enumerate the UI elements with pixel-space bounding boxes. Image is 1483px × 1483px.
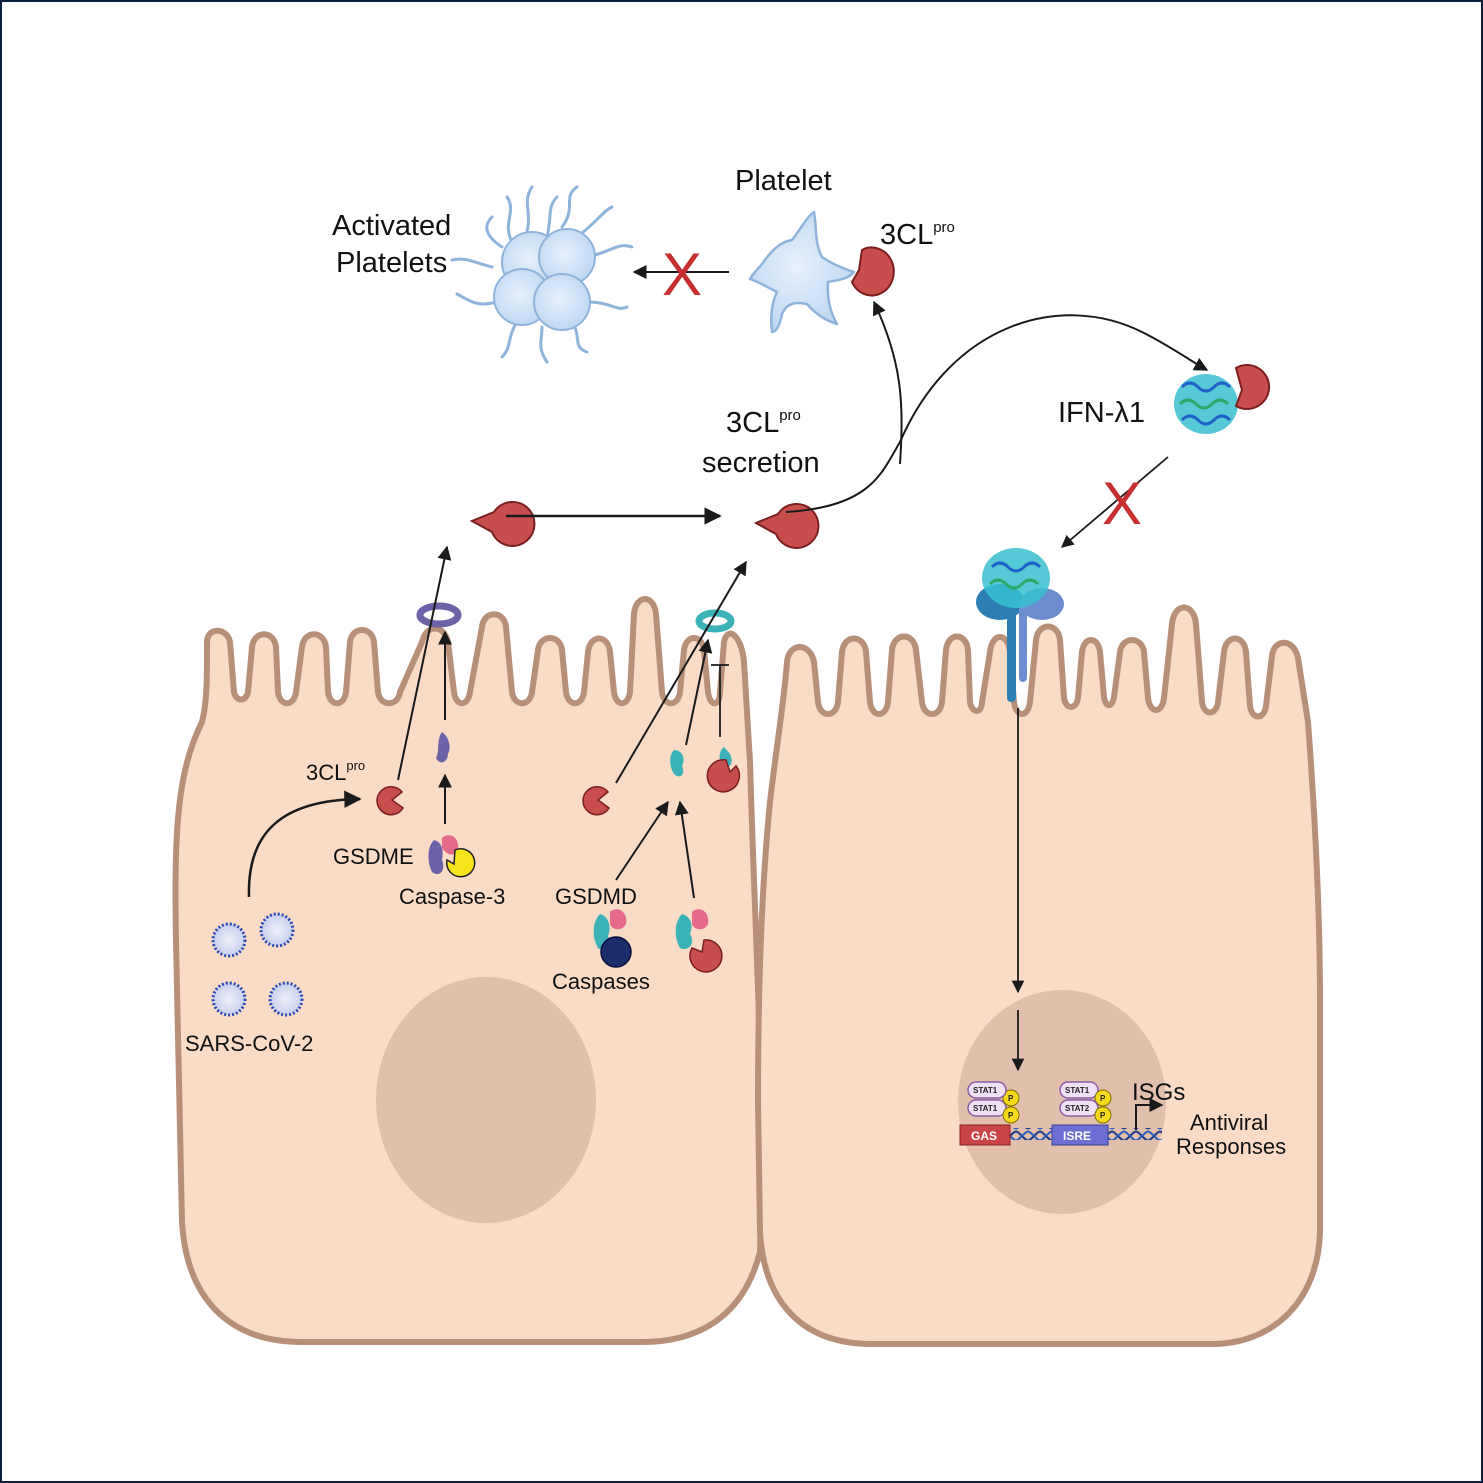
virus-icon: [259, 912, 295, 948]
extracell-3clpro-left-icon: [469, 500, 536, 547]
secreted-3clpro-icon: [753, 502, 820, 549]
platelet-3clpro-label: 3CLpro: [880, 219, 955, 251]
caspase3-label: Caspase-3: [399, 884, 505, 909]
activated-platelets-icon: [450, 185, 634, 364]
platelet-3clpro-icon: [850, 246, 895, 297]
3clpro-gsdmd-pore-arrow: [615, 560, 747, 784]
intracell-3clpro-label: 3CLpro: [306, 758, 365, 785]
ifn-receptor-icon: [976, 548, 1064, 702]
left-nucleus: [376, 977, 596, 1223]
isre-complex: STAT1 P STAT2 P ISRE: [1051, 1081, 1112, 1146]
svg-text:P: P: [1008, 1111, 1014, 1120]
gas-box: [959, 1124, 1011, 1146]
gsdme-nterm-icon: [436, 732, 450, 763]
left-cell: [172, 596, 765, 1345]
svg-text:GAS: GAS: [971, 1129, 997, 1143]
virus-to-3clpro-arrow: [247, 790, 362, 898]
caspases-label: Caspases: [552, 969, 650, 994]
gsdmd-label: GSDMD: [555, 884, 637, 909]
virus-icon: [211, 922, 247, 958]
gsdme-label: GSDME: [333, 844, 414, 869]
gsdmd-caspases-complex-icon: [593, 909, 632, 968]
platelet-icon: [748, 210, 856, 334]
activated-platelets-label-2: Platelets: [336, 247, 447, 279]
to-ifn-arrow: [785, 314, 1209, 513]
gsdmd-nterm-icon: [670, 750, 684, 777]
virus-icon: [211, 981, 247, 1017]
ifn-block-x: X: [1102, 470, 1142, 537]
ifn-to-receptor-arrow: [1061, 456, 1169, 548]
ifn-lambda1-protein-icon: [1174, 374, 1238, 434]
isgs-label: ISGs: [1132, 1079, 1185, 1106]
sars-label: SARS-CoV-2: [185, 1031, 313, 1056]
virus-icon: [268, 981, 304, 1017]
svg-text:P: P: [1008, 1094, 1014, 1103]
svg-text:STAT1: STAT1: [973, 1104, 998, 1113]
to-platelet-arrow: [872, 300, 903, 465]
svg-text:STAT2: STAT2: [1065, 1104, 1090, 1113]
gsdme-pore-icon: [416, 602, 462, 628]
intracell-3clpro-icon: [376, 785, 405, 816]
antiviral-label-2: Responses: [1176, 1134, 1286, 1159]
secretion-label: secretion: [702, 447, 820, 479]
3clpro-cleavage-arrow: [674, 800, 695, 899]
gsdmd-3clpro-complex-icon: [675, 909, 723, 973]
platelet-block-x: X: [662, 241, 702, 308]
svg-text:P: P: [1100, 1094, 1106, 1103]
platelet-label: Platelet: [735, 165, 832, 197]
sars-cov-2-virions: [211, 912, 304, 1017]
transcription-start-arrow: [1135, 1098, 1164, 1130]
gsdmd-nterm-pore-arrow: [685, 638, 713, 746]
secretion-3clpro-label: 3CLpro: [726, 407, 801, 439]
caspase-cleavage-arrow: [615, 800, 669, 881]
gsdme-caspase3-complex-icon: [428, 835, 476, 878]
right-cell-body: [755, 604, 1323, 1347]
svg-text:STAT1: STAT1: [1065, 1086, 1090, 1095]
gsdmd-3clpro-icon: [582, 785, 611, 816]
right-cell: [755, 604, 1323, 1347]
svg-text:STAT1: STAT1: [973, 1086, 998, 1095]
3clpro-through-pore-arrow: [397, 545, 452, 781]
gsdmd-fragment-3clpro-icon: [706, 747, 741, 793]
left-cell-body: [172, 596, 765, 1345]
gas-complex: STAT1 P STAT1 P GAS: [959, 1081, 1020, 1146]
ifn-3clpro-icon: [1234, 364, 1271, 410]
isre-box: [1051, 1124, 1109, 1146]
svg-text:P: P: [1100, 1111, 1106, 1120]
antiviral-label-1: Antiviral: [1190, 1110, 1268, 1135]
svg-text:ISRE: ISRE: [1063, 1129, 1091, 1143]
ifn-label: IFN-λ1: [1058, 397, 1145, 429]
activated-platelets-label-1: Activated: [332, 210, 451, 242]
